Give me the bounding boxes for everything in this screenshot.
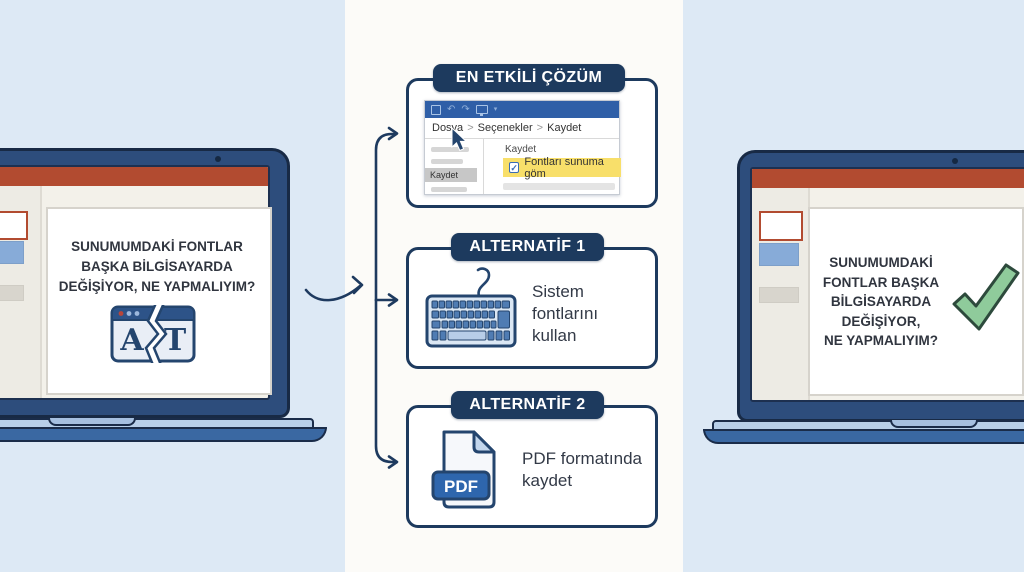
alternative-1-label: ALTERNATİF 1 — [451, 233, 604, 261]
undo-icon[interactable]: ↶ — [447, 103, 456, 115]
options-sidebar: Kaydet — [425, 139, 484, 194]
left-laptop-notch — [48, 418, 136, 426]
right-laptop-base-front — [703, 429, 1024, 444]
right-slide-thumbnail-3[interactable] — [759, 287, 799, 303]
breadcrumb-kaydet[interactable]: Kaydet — [547, 122, 582, 134]
pdf-file-icon: PDF — [431, 430, 496, 509]
svg-text:PDF: PDF — [444, 477, 478, 496]
left-slide: SUNUMUMDAKİ FONTLAR BAŞKA BİLGİSAYARDA D… — [46, 207, 272, 395]
alternative-1-text: Sistem fontlarını kullan — [532, 282, 599, 345]
right-presentation-titlebar — [752, 169, 1024, 188]
right-slide: SUNUMUMDAKİ FONTLAR BAŞKA BİLGİSAYARDA D… — [808, 207, 1024, 396]
right-slide-line-2: FONTLAR BAŞKA — [822, 274, 940, 290]
breadcrumb-separator: > — [536, 122, 544, 134]
right-slide-line-1: SUNUMUMDAKİ — [829, 255, 933, 270]
right-slide-line-3: BİLGİSAYARDA — [830, 294, 932, 309]
left-laptop-base-front — [0, 427, 327, 442]
panel-title: Kaydet — [505, 144, 537, 155]
right-laptop-webcam-icon — [952, 158, 958, 164]
panel-placeholder-bar — [503, 183, 615, 190]
checkbox-checked-icon[interactable]: ✓ — [509, 162, 520, 173]
alternative-2-label: ALTERNATİF 2 — [451, 391, 604, 419]
flow-arrows — [304, 126, 399, 469]
mini-window-titlebar: ↶ ↷ ▾ — [425, 101, 619, 118]
arrow-to-best-solution — [374, 132, 398, 302]
embed-fonts-option[interactable]: ✓ Fontları sunuma göm — [503, 155, 621, 180]
svg-text:A: A — [119, 323, 144, 358]
breadcrumb-separator: > — [467, 122, 474, 134]
embed-fonts-label: Fontları sunuma göm — [524, 155, 604, 180]
keyboard-icon — [425, 267, 517, 348]
right-slide-thumbnail-1[interactable] — [759, 211, 803, 241]
left-slide-thumbnail-2[interactable] — [0, 241, 24, 264]
display-icon[interactable] — [475, 105, 488, 116]
arrow-from-laptop — [304, 284, 362, 302]
left-presentation-titlebar — [0, 167, 268, 186]
arrow-to-alternative-2 — [374, 298, 398, 464]
right-slide-line-5: NE YAPMALIYIM? — [823, 333, 939, 348]
right-slide-thumbnail-2[interactable] — [759, 243, 799, 266]
left-slide-line-1: SUNUMUMDAKİ FONTLAR — [71, 239, 243, 254]
left-slide-line-3: DEĞİŞİYOR, NE YAPMALIYIM? — [58, 279, 256, 294]
right-slide-question-text: SUNUMUMDAKİ FONTLAR BAŞKA BİLGİSAYARDA D… — [812, 253, 950, 351]
best-solution-label: EN ETKİLİ ÇÖZÜM — [433, 64, 625, 92]
right-slide-line-4: DEĞİŞİYOR, — [841, 313, 921, 329]
alternative-2-text: PDF formatında kaydet — [522, 449, 642, 490]
green-checkmark-icon — [952, 263, 1020, 331]
save-icon[interactable] — [431, 104, 441, 115]
left-slide-thumbnail-1[interactable] — [0, 211, 28, 240]
breadcrumb-secenekler[interactable]: Seçenekler — [477, 122, 533, 134]
left-slide-question-text: SUNUMUMDAKİ FONTLAR BAŞKA BİLGİSAYARDA D… — [54, 237, 260, 297]
right-laptop-notch — [890, 420, 978, 428]
broken-font-window-icon: A T — [110, 305, 196, 363]
breadcrumb: Dosya > Seçenekler > Kaydet — [425, 118, 619, 139]
options-mini-window: ↶ ↷ ▾ Dosya > Seçenekler > Kaydet Kaydet… — [424, 100, 621, 195]
svg-text:T: T — [164, 323, 187, 358]
mouse-cursor-icon — [451, 128, 468, 152]
redo-icon[interactable]: ↷ — [461, 103, 470, 115]
sidebar-placeholder-bar — [431, 159, 463, 164]
left-slide-thumbnail-3[interactable] — [0, 285, 24, 301]
caret-down-icon[interactable]: ▾ — [493, 106, 498, 113]
left-laptop-webcam-icon — [215, 156, 221, 162]
sidebar-placeholder-bar — [431, 187, 467, 192]
sidebar-item-kaydet[interactable]: Kaydet — [425, 168, 477, 182]
left-slide-line-2: BAŞKA BİLGİSAYARDA — [81, 259, 233, 274]
sidebar-placeholder-bar — [431, 147, 469, 152]
